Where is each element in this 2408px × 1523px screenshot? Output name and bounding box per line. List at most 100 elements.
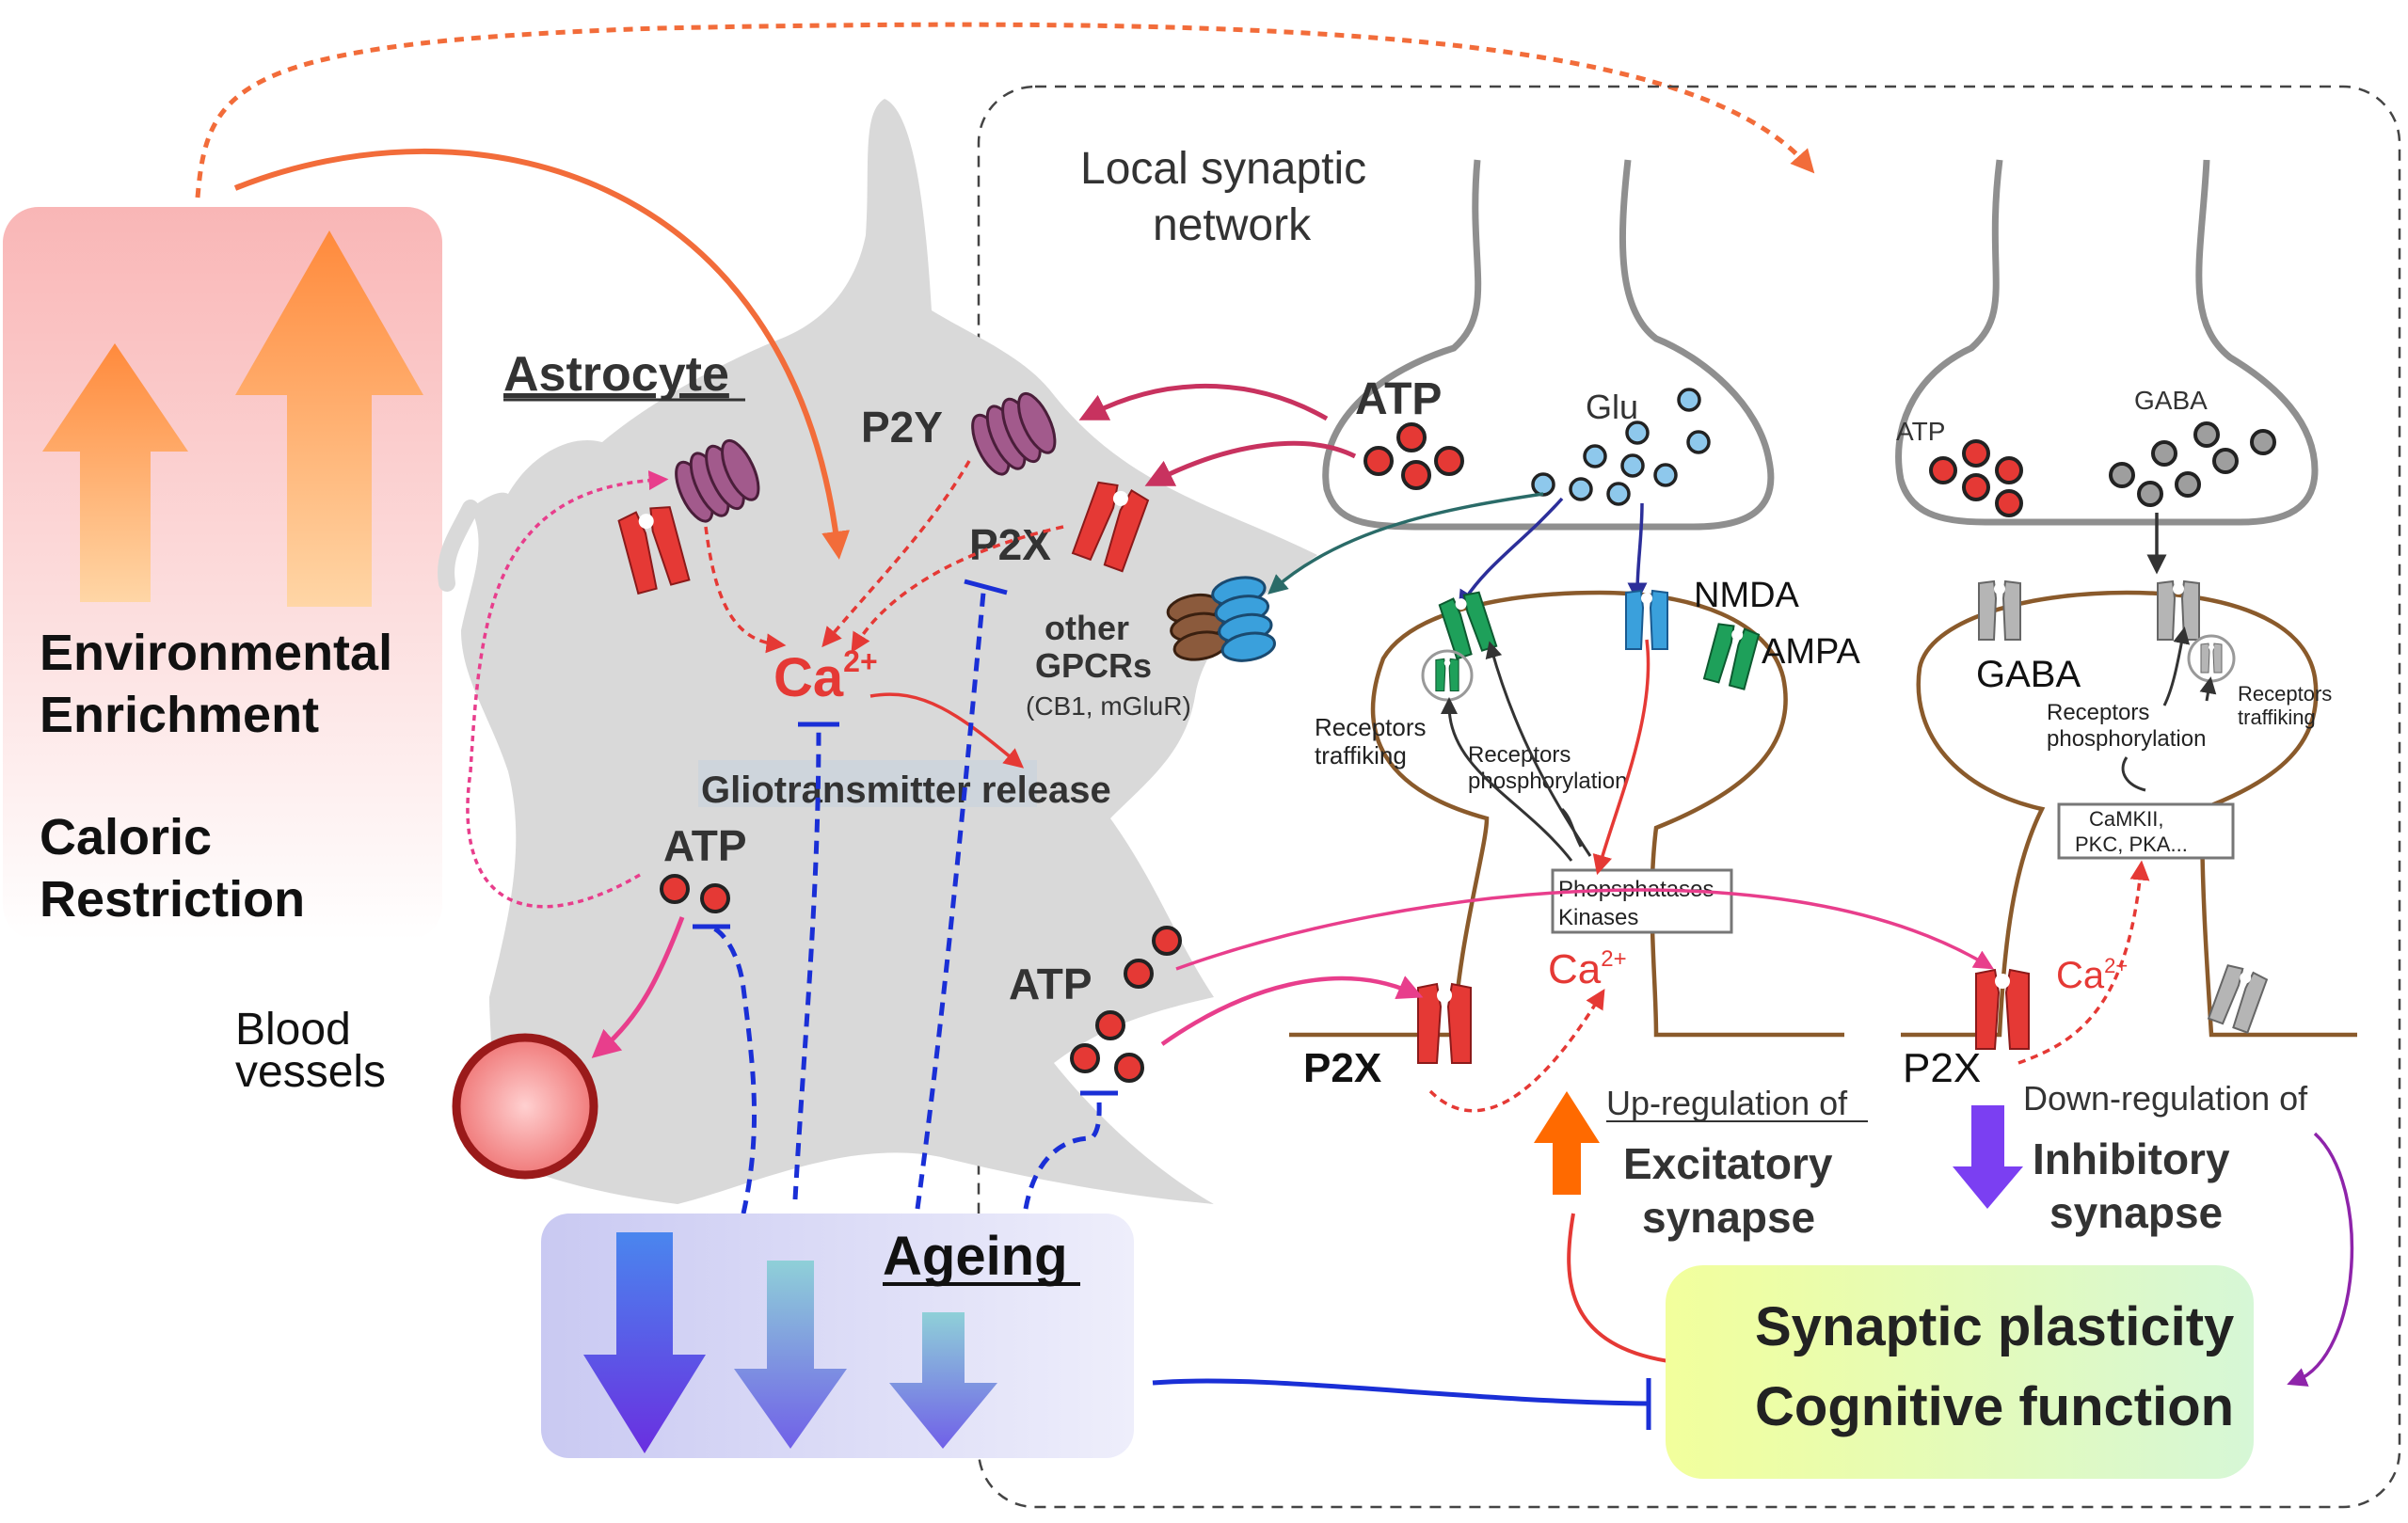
down-arrow-small-icon	[889, 1312, 997, 1449]
local-network-line1: Local synaptic	[1080, 144, 1366, 194]
ee-to-network-dashed-arrow	[195, 22, 1815, 198]
glu-to-ampa-arrow	[1458, 497, 1564, 611]
cognitive-label: Cognitive function	[1755, 1376, 2234, 1437]
ca-astro-label: Ca2+	[773, 644, 878, 708]
glu-vesicle	[1625, 420, 1650, 445]
atp-vesicle	[1124, 959, 1154, 989]
astrocyte-title: Astrocyte	[503, 347, 729, 402]
atp-vesicle	[1363, 446, 1394, 476]
p2x-receptor-exc	[1417, 983, 1472, 1064]
ampa-receptor-right	[1702, 621, 1761, 690]
atp-vesicle	[1995, 489, 2023, 517]
p2x-to-ca-exc-arrow	[1428, 989, 1605, 1113]
gaba-vesicle	[2193, 421, 2220, 448]
gliotransmitter-band	[698, 760, 1037, 807]
inh-traffiking-line2: traffiking	[2238, 706, 2316, 729]
phos-kinases-line2: Kinases	[1558, 905, 1638, 930]
gliotransmitter-label: Gliotransmitter release	[701, 769, 1111, 811]
atp-vesicle	[700, 883, 730, 913]
inh-phos-line1: Receptors	[2047, 700, 2149, 725]
atp-inh-label: ATP	[1896, 417, 1945, 446]
glu-vesicle	[1583, 444, 1607, 468]
glu-vesicle	[1606, 482, 1631, 506]
atp-exc-label: ATP	[1355, 374, 1442, 424]
blood-vessels-line2: vessels	[235, 1047, 386, 1097]
caloric-line1: Caloric	[40, 809, 212, 865]
atp-to-p2x-arrow	[1144, 440, 1357, 486]
ageing-inhibit-line	[915, 592, 986, 1210]
trafficking-circle	[1421, 649, 1474, 702]
blood-vessels-line1: Blood	[235, 1005, 351, 1055]
inhibitory-presynaptic-terminal	[1895, 159, 2319, 526]
up-regulation-arrow-icon	[1534, 1091, 1600, 1195]
gaba-vesicle	[2109, 462, 2135, 488]
kinase-to-trafficking-arrow	[1441, 697, 1573, 862]
ca-to-gliotransmitter-arrow	[869, 692, 1025, 769]
inh-trafficking-circle	[2187, 634, 2236, 683]
astrocyte-process-left	[438, 500, 479, 592]
camkii-feedback-bar	[2121, 756, 2146, 792]
exc-phos-line1: Receptors	[1468, 742, 1571, 768]
gaba-top-label: GABA	[2134, 386, 2208, 415]
exc-traffiking-line2: traffiking	[1315, 741, 1407, 769]
downreg-label: Down-regulation of	[2023, 1079, 2308, 1118]
other-gpcrs-line1: other	[1045, 609, 1129, 647]
kinase-feedback-bar	[1560, 807, 1583, 848]
gaba-receptor-label: GABA	[1976, 654, 2081, 695]
ageing-to-plasticity-inhibit	[1152, 1378, 1648, 1406]
up-arrow-small-icon	[42, 343, 188, 602]
plasticity-label: Synaptic plasticity	[1755, 1296, 2234, 1357]
other-gpcrs-line2: GPCRs	[1035, 646, 1152, 685]
glu-vesicle	[1653, 463, 1678, 487]
atp-vesicle	[1396, 422, 1427, 452]
excitatory-line1: Excitatory	[1623, 1139, 1833, 1188]
gaba-receptor-right	[2157, 580, 2200, 641]
ee-to-ca-arrow	[233, 148, 851, 560]
caloric-line2: Restriction	[40, 871, 305, 928]
down-regulation-arrow-icon	[1953, 1105, 2023, 1209]
excitatory-line2: synapse	[1642, 1193, 1815, 1242]
down-arrow-medium-icon	[734, 1261, 847, 1449]
atp-to-receptor-loop-arrow	[466, 470, 669, 909]
inhibitory-to-plasticity-arrow	[2287, 1132, 2354, 1387]
p2x-astro-label: P2X	[969, 520, 1051, 569]
ageing-inhibit-line	[707, 924, 757, 1214]
glu-vesicle	[1677, 388, 1701, 412]
atp-vesicle	[1962, 473, 1990, 501]
atp-to-p2y-arrow	[1078, 383, 1329, 421]
atp-to-p2x-exc-arrow	[1160, 976, 1424, 1046]
upreg-label: Up-regulation of	[1606, 1084, 1848, 1122]
env-enrichment-line2: Enrichment	[40, 687, 319, 743]
astrocyte-cell	[461, 99, 1317, 1204]
inh-trafficking-receptor	[2200, 643, 2223, 674]
inhibit-bar	[964, 579, 1008, 595]
atp-vesicle	[1114, 1053, 1144, 1083]
p2x-left-to-ca-arrow	[704, 526, 787, 654]
excitatory-to-plasticity-arrow	[1567, 1213, 1705, 1375]
glu-vesicle	[1531, 472, 1555, 497]
atp-vesicle	[1929, 456, 1957, 484]
ageing-inhibit-line	[1023, 1095, 1102, 1210]
ampa-label: AMPA	[1762, 632, 1861, 672]
exc-phos-line2: phosphorylation	[1468, 769, 1627, 794]
ageing-title: Ageing	[883, 1226, 1068, 1287]
camkii-line2: PKC, PKA...	[2075, 833, 2188, 856]
p2y-to-ca-arrow	[821, 460, 971, 648]
excitatory-postsynaptic-spine	[1289, 590, 1844, 1038]
gpcr-receptor	[1166, 576, 1276, 662]
phosphatases-kinases-box	[1551, 868, 1733, 934]
up-arrow-large-icon	[235, 230, 423, 607]
atp-vesicle	[1152, 926, 1182, 956]
gray-receptor-inh-bottom	[2208, 962, 2269, 1034]
gaba-vesicle	[2250, 429, 2276, 455]
gaba-vesicle	[2151, 440, 2177, 467]
atp-vesicle	[1995, 456, 2023, 484]
glu-to-gpcr-arrow	[1268, 492, 1544, 595]
glu-vesicle	[1569, 477, 1593, 501]
inh-traffiking-line1: Receptors	[2238, 682, 2332, 706]
glu-vesicle	[1620, 453, 1645, 478]
camkii-box	[2057, 802, 2235, 860]
other-gpcrs-line3: (CB1, mGluR)	[1026, 691, 1191, 721]
atp-vesicle	[1434, 446, 1464, 476]
